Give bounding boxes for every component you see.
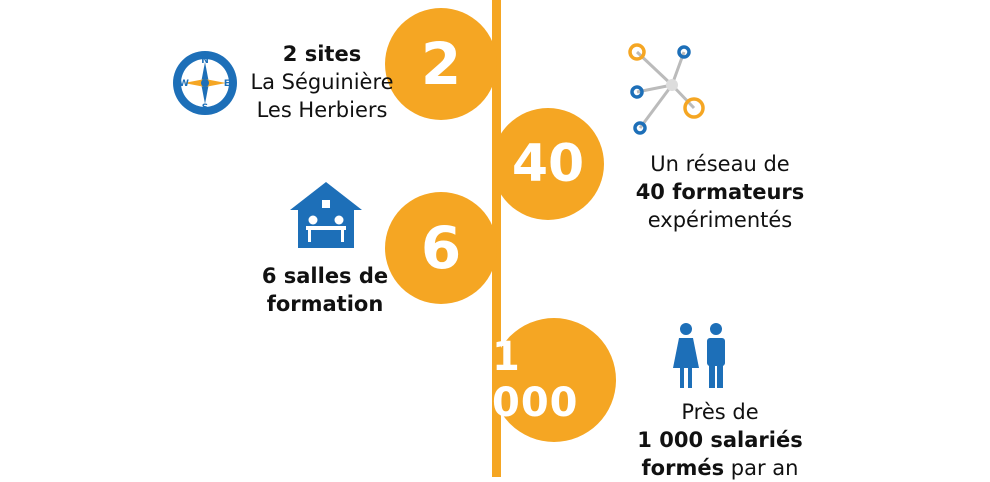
employees-bold-word: formés <box>641 456 725 480</box>
svg-text:W: W <box>179 79 189 89</box>
site-name: La Séguinière <box>250 70 394 94</box>
trainers-line: expérimentés <box>647 208 793 232</box>
rooms-line: formation <box>266 292 384 316</box>
employees-line: Près de <box>681 400 759 424</box>
milestone-number-circle: 6 <box>385 192 497 304</box>
milestone-number-circle: 2 <box>385 8 497 120</box>
house-icon <box>288 180 364 250</box>
svg-text:E: E <box>224 79 230 89</box>
milestone-number-circle: 1 000 <box>492 318 616 442</box>
milestone-number-circle: 40 <box>492 108 604 220</box>
people-icon <box>668 322 738 392</box>
sites-title: 2 sites <box>282 42 362 66</box>
rooms-text: 6 salles de formation <box>240 262 410 318</box>
sites-text: 2 sites La Séguinière Les Herbiers <box>242 40 402 124</box>
employees-suffix: par an <box>730 456 799 480</box>
timeline-line <box>492 0 501 477</box>
trainers-line: 40 formateurs <box>635 180 805 204</box>
compass-icon: N S W E <box>170 48 240 118</box>
svg-text:N: N <box>201 56 209 66</box>
svg-text:S: S <box>202 103 208 113</box>
network-icon <box>622 40 722 140</box>
rooms-line: 6 salles de <box>261 264 389 288</box>
trainers-line: Un réseau de <box>650 152 790 176</box>
employees-text: Près de 1 000 salariés formés par an <box>600 398 840 482</box>
site-name: Les Herbiers <box>256 98 388 122</box>
employees-line: 1 000 salariés <box>637 428 803 452</box>
trainers-text: Un réseau de 40 formateurs expérimentés <box>600 150 840 234</box>
